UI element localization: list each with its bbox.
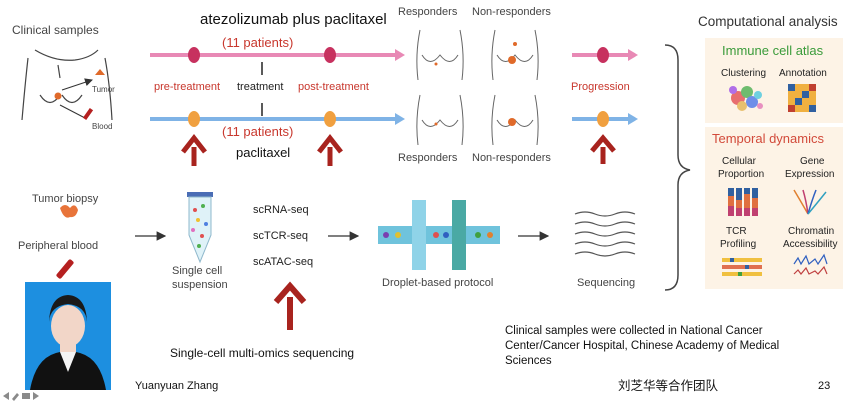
tcr-profiling-line-2: Profiling — [720, 239, 757, 250]
team-credit: 刘芝华等合作团队 — [618, 378, 719, 393]
arm1-patients: (11 patients) — [222, 35, 294, 50]
treatment-label: treatment — [237, 81, 284, 93]
pre-treatment-label: pre-treatment — [154, 81, 221, 93]
edit-icon[interactable] — [12, 393, 19, 401]
responder-torso-bottom — [416, 94, 464, 146]
progression-sampling-arrow — [590, 134, 616, 164]
multiomics-arrow — [273, 281, 307, 330]
chromatin-line-1: Chromatin — [788, 226, 835, 237]
progression-label: Progression — [571, 81, 630, 93]
gene-expression-line-2: Expression — [785, 169, 835, 180]
cellular-proportion-icon — [728, 188, 758, 216]
blood-tube-icon-2 — [56, 259, 74, 279]
tcr-profiling-icon — [722, 258, 762, 276]
post-treatment-label: post-treatment — [298, 81, 369, 93]
immune-atlas-panel — [705, 38, 843, 123]
page-number: 23 — [818, 380, 831, 392]
tumor-biopsy-label: Tumor biopsy — [32, 193, 99, 205]
tumor-pointer — [61, 78, 93, 91]
patient-body-sketch — [21, 49, 113, 121]
droplet-chip-icon — [378, 200, 500, 270]
method-scatac: scATAC-seq — [253, 256, 314, 268]
gene-expression-icon — [793, 189, 827, 215]
cellular-proportion-line-1: Cellular — [722, 156, 756, 167]
progression-dot-top — [597, 47, 609, 63]
presenter-name: Yuanyuan Zhang — [135, 380, 219, 392]
curly-brace — [664, 44, 691, 291]
tumor-marker — [54, 92, 62, 100]
arm2-pre-dot — [188, 111, 200, 127]
note-line-2: Center/Cancer Hospital, Chinese Academy … — [505, 340, 780, 352]
single-cell-line-2: suspension — [172, 279, 228, 291]
arm1-post-dot — [324, 47, 336, 63]
chromatin-line-2: Accessibility — [783, 239, 838, 250]
responder-torso-top — [416, 29, 464, 81]
arm2-patients: (11 patients) — [222, 124, 294, 139]
test-tube-icon — [187, 192, 213, 264]
arm2-timeline-head — [395, 113, 405, 125]
post-sampling-arrow — [317, 133, 343, 166]
player-controls — [3, 392, 39, 401]
non-responder-torso-top — [491, 29, 539, 81]
peripheral-blood-label: Peripheral blood — [18, 240, 99, 252]
droplet-protocol-label: Droplet-based protocol — [382, 277, 494, 289]
single-cell-line-1: Single cell — [172, 265, 223, 277]
clustering-label: Clustering — [721, 68, 767, 79]
tumor-icon — [95, 69, 105, 75]
presenter-photo — [25, 282, 111, 390]
note-line-3: Sciences — [505, 355, 552, 367]
tumor-label: Tumor — [92, 85, 115, 94]
sequencing-label: Sequencing — [577, 277, 636, 289]
pre-sampling-arrow — [181, 133, 207, 166]
gene-expression-line-1: Gene — [800, 156, 825, 167]
menu-icon[interactable] — [22, 393, 30, 399]
method-scrna: scRNA-seq — [253, 204, 309, 216]
tumor-biopsy-icon — [60, 205, 78, 218]
arm1-pre-dot — [188, 47, 200, 63]
arm1-title: atezolizumab plus paclitaxel — [200, 11, 387, 28]
progression-dot-bottom — [597, 111, 609, 127]
blood-tube-icon — [82, 107, 94, 121]
next-icon[interactable] — [33, 392, 39, 400]
tcr-profiling-line-1: TCR — [726, 226, 747, 237]
responders-bottom-label: Responders — [398, 152, 458, 164]
responders-top-label: Responders — [398, 6, 458, 18]
note-line-1: Clinical samples were collected in Natio… — [505, 325, 763, 337]
non-responders-top-label: Non-responders — [472, 6, 551, 18]
cellular-proportion-line-2: Proportion — [718, 169, 765, 180]
temporal-dynamics-panel — [705, 127, 843, 289]
annotation-label: Annotation — [779, 68, 827, 79]
temporal-dynamics-title: Temporal dynamics — [712, 131, 824, 146]
multiomics-caption: Single-cell multi-omics sequencing — [170, 346, 355, 360]
immune-atlas-title: Immune cell atlas — [722, 43, 824, 58]
sequencing-reads-icon — [574, 211, 636, 257]
blood-pointer — [59, 104, 86, 119]
prev-icon[interactable] — [3, 392, 9, 400]
method-sctcr: scTCR-seq — [253, 230, 309, 242]
arm2-title: paclitaxel — [236, 145, 291, 160]
clustering-umap-icon — [729, 86, 763, 111]
blood-label: Blood — [92, 122, 113, 131]
non-responders-bottom-label: Non-responders — [472, 152, 551, 164]
arm2-post-dot — [324, 111, 336, 127]
analysis-title: Computational analysis — [698, 14, 838, 29]
clinical-samples-label: Clinical samples — [12, 23, 99, 37]
chromatin-accessibility-icon — [793, 253, 828, 275]
arm1-timeline-head — [395, 49, 405, 61]
annotation-heatmap-icon — [788, 84, 816, 112]
